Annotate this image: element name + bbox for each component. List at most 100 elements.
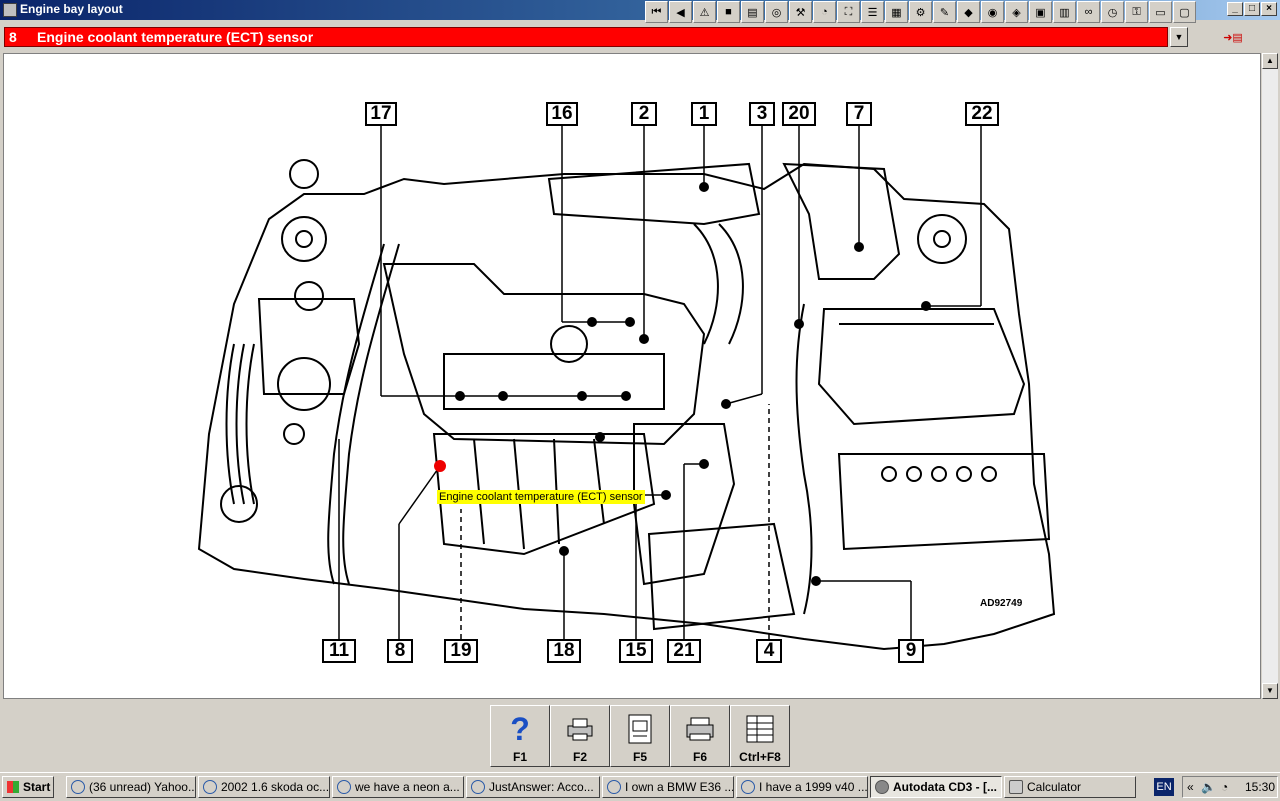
task-bmw[interactable]: I own a BMW E36 ... — [602, 776, 734, 798]
steering-icon: ◉ — [987, 6, 998, 19]
f2-printer-button[interactable]: F2 — [550, 705, 610, 767]
code-icon: ▣ — [1035, 6, 1046, 19]
callout-20[interactable]: 20 — [782, 102, 816, 126]
steering-toolbar-button[interactable]: ◉ — [981, 1, 1004, 23]
printer-icon — [565, 712, 595, 746]
task-autodata[interactable]: Autodata CD3 - [... — [870, 776, 1002, 798]
task-v40[interactable]: I have a 1999 v40 ... — [736, 776, 868, 798]
task-calculator[interactable]: Calculator — [1004, 776, 1136, 798]
code-toolbar-button[interactable]: ▣ — [1029, 1, 1052, 23]
timing-toolbar-button[interactable]: ◷ — [1101, 1, 1124, 23]
taskbar: Start (36 unread) Yahoo... 2002 1.6 skod… — [0, 772, 1280, 801]
system-tray: « 🔈 ◔ 15:30 — [1182, 776, 1278, 798]
scroll-up-icon[interactable]: ▲ — [1262, 53, 1278, 69]
vertical-scrollbar[interactable]: ▲ ▼ — [1262, 53, 1278, 699]
tools-icon: ✎ — [939, 6, 950, 19]
callout-7[interactable]: 7 — [846, 102, 872, 126]
data-toolbar-button[interactable]: ▤ — [741, 1, 764, 23]
sensor-toolbar-button[interactable]: ◈ — [1005, 1, 1028, 23]
callout-15[interactable]: 15 — [619, 639, 653, 663]
ect-sensor-marker[interactable] — [434, 460, 446, 472]
layout-toolbar-button[interactable]: ▦ — [885, 1, 908, 23]
tray-expand-icon[interactable]: « — [1187, 780, 1194, 794]
prev-icon: ◀ — [676, 6, 685, 19]
filter-icon: ⛶ — [844, 5, 853, 18]
callout-21[interactable]: 21 — [667, 639, 701, 663]
print-icon — [685, 712, 715, 746]
callout-18[interactable]: 18 — [547, 639, 581, 663]
clock[interactable]: 15:30 — [1245, 780, 1276, 794]
first-toolbar-button[interactable]: ⏮ — [645, 1, 668, 23]
callout-4[interactable]: 4 — [756, 639, 782, 663]
car-icon: ◆ — [964, 6, 973, 19]
key-icon: ⚿ — [1132, 5, 1141, 18]
component-selector[interactable]: 8 Engine coolant temperature (ECT) senso… — [4, 27, 1188, 47]
battery-toolbar-button[interactable]: ▭ — [1149, 1, 1172, 23]
belt-toolbar-button[interactable]: ∞ — [1077, 1, 1100, 23]
callout-9[interactable]: 9 — [898, 639, 924, 663]
wheel-toolbar-button[interactable]: ◎ — [765, 1, 788, 23]
task-skoda[interactable]: 2002 1.6 skoda oc... — [198, 776, 330, 798]
warning-icon: ⚠ — [699, 6, 710, 19]
callout-19[interactable]: 19 — [444, 639, 478, 663]
start-button[interactable]: Start — [2, 776, 54, 798]
layout-icon: ▦ — [891, 6, 902, 19]
list-toolbar-button[interactable]: ☰ — [861, 1, 884, 23]
ie-icon — [337, 780, 351, 794]
ie-icon — [471, 780, 485, 794]
filter-toolbar-button[interactable]: ⛶ — [837, 1, 860, 23]
wrench-toolbar-button[interactable]: ⚒ — [789, 1, 812, 23]
component-selector-field[interactable]: 8 Engine coolant temperature (ECT) senso… — [4, 27, 1168, 47]
scroll-down-icon[interactable]: ▼ — [1262, 683, 1278, 699]
app-icon[interactable] — [3, 3, 17, 17]
sensor-icon: ◈ — [1012, 6, 1021, 19]
ctrl-f8-table-button[interactable]: Ctrl+F8 — [730, 705, 790, 767]
maximize-button[interactable]: □ — [1244, 2, 1260, 16]
autodata-icon — [875, 780, 889, 794]
close-button[interactable]: × — [1261, 2, 1277, 16]
tools-toolbar-button[interactable]: ✎ — [933, 1, 956, 23]
book-toolbar-button[interactable]: ▥ — [1053, 1, 1076, 23]
minimize-button[interactable]: _ — [1227, 2, 1243, 16]
diagram-reference-code: AD92749 — [980, 598, 1023, 609]
callout-11[interactable]: 11 — [322, 639, 356, 663]
gauge-icon: ◔ — [821, 6, 828, 18]
engine-toolbar-button[interactable]: ⚙ — [909, 1, 932, 23]
gauge-toolbar-button[interactable]: ◔ — [813, 1, 836, 23]
task-yahoo[interactable]: (36 unread) Yahoo... — [66, 776, 196, 798]
clock-icon: ◔ — [1221, 780, 1229, 794]
warning-toolbar-button[interactable]: ⚠ — [693, 1, 716, 23]
language-indicator[interactable]: EN — [1154, 778, 1174, 796]
chevron-down-icon[interactable]: ▼ — [1170, 27, 1188, 47]
callout-22[interactable]: 22 — [965, 102, 999, 126]
callout-3[interactable]: 3 — [749, 102, 775, 126]
prev-toolbar-button[interactable]: ◀ — [669, 1, 692, 23]
windows-logo-icon — [7, 781, 19, 793]
task-justanswer[interactable]: JustAnswer: Acco... — [466, 776, 600, 798]
notes-toolbar-button[interactable]: ▢ — [1173, 1, 1196, 23]
car-toolbar-button[interactable]: ◆ — [957, 1, 980, 23]
callout-1[interactable]: 1 — [691, 102, 717, 126]
document-icon — [625, 712, 655, 746]
f6-print-button[interactable]: F6 — [670, 705, 730, 767]
data-icon: ▤ — [747, 6, 758, 19]
export-icon[interactable]: ➜▤ — [1223, 32, 1243, 44]
engine-icon: ⚙ — [915, 6, 926, 19]
function-key-bar: ? F1 F2 F5 F6 Ctrl+F8 — [490, 705, 790, 767]
ie-icon — [741, 780, 755, 794]
volume-icon[interactable]: 🔈 — [1201, 780, 1216, 794]
f1-help-button[interactable]: ? F1 — [490, 705, 550, 767]
callout-8[interactable]: 8 — [387, 639, 413, 663]
task-neon[interactable]: we have a neon a... — [332, 776, 464, 798]
callout-16[interactable]: 16 — [546, 102, 578, 126]
help-icon: ? — [510, 710, 530, 747]
component-label: Engine coolant temperature (ECT) sensor — [37, 29, 314, 45]
belt-icon: ∞ — [1084, 6, 1093, 18]
f5-document-button[interactable]: F5 — [610, 705, 670, 767]
callout-17[interactable]: 17 — [365, 102, 397, 126]
flag-toolbar-button[interactable]: ■ — [717, 1, 740, 23]
ie-icon — [203, 780, 217, 794]
ie-icon — [71, 780, 85, 794]
key-toolbar-button[interactable]: ⚿ — [1125, 1, 1148, 23]
callout-2[interactable]: 2 — [631, 102, 657, 126]
